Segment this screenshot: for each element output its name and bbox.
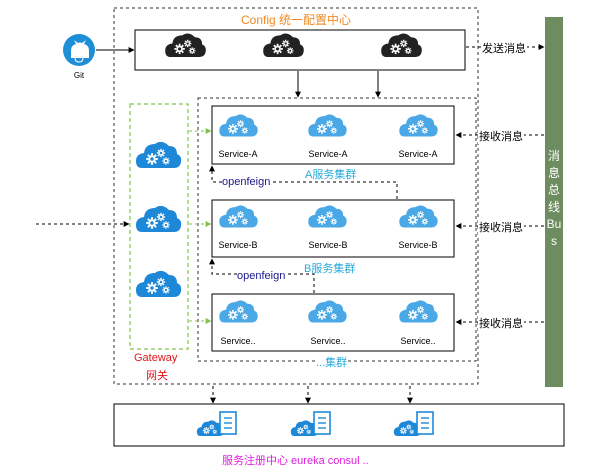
service-label: Service..	[400, 336, 436, 346]
config-center-title: Config 统一配置中心	[241, 12, 351, 27]
gateway-cloud-icon	[136, 271, 181, 297]
gateway-subtitle: 网关	[146, 370, 168, 382]
openfeign-link-a-b	[209, 165, 398, 199]
openfeign-label: openfeign	[237, 270, 286, 282]
openfeign-link-b-c	[209, 258, 315, 293]
gateway-title: Gateway	[134, 352, 178, 364]
receive-message-label: 接收消息	[478, 315, 524, 331]
registry-server-icon	[197, 411, 237, 436]
registry-title: 服务注册中心 eureka consul ..	[222, 455, 369, 467]
gateway-cloud-icon	[136, 206, 181, 232]
send-message-label: 发送消息	[481, 40, 527, 56]
message-bus-label: 消息总线Bus	[546, 149, 562, 248]
service-label: Service-B	[398, 240, 438, 250]
receive-message-label: 接收消息	[478, 219, 524, 235]
gateway-box	[129, 103, 189, 350]
service-label: Service-B	[308, 240, 348, 250]
service-label: Service-A	[218, 149, 258, 159]
registry-box	[113, 403, 565, 447]
cluster-c-title: ...集群	[316, 354, 348, 370]
git-label: Git	[74, 71, 85, 80]
git-icon	[63, 34, 95, 66]
service-label: Service-A	[398, 149, 438, 159]
openfeign-label: openfeign	[222, 176, 271, 188]
config-outer-box	[113, 7, 479, 385]
registry-server-icon	[394, 411, 434, 436]
cluster-a-title: A服务集群	[305, 169, 357, 181]
service-label: Service-B	[218, 240, 258, 250]
receive-message-label: 接收消息	[478, 128, 524, 144]
message-bus	[545, 17, 563, 387]
gateway-cloud-icon	[136, 142, 181, 168]
cluster-b-title: B服务集群	[304, 263, 356, 275]
service-label: Service..	[220, 336, 256, 346]
registry-server-icon	[291, 411, 331, 436]
service-label: Service..	[310, 336, 346, 346]
service-label: Service-A	[308, 149, 348, 159]
